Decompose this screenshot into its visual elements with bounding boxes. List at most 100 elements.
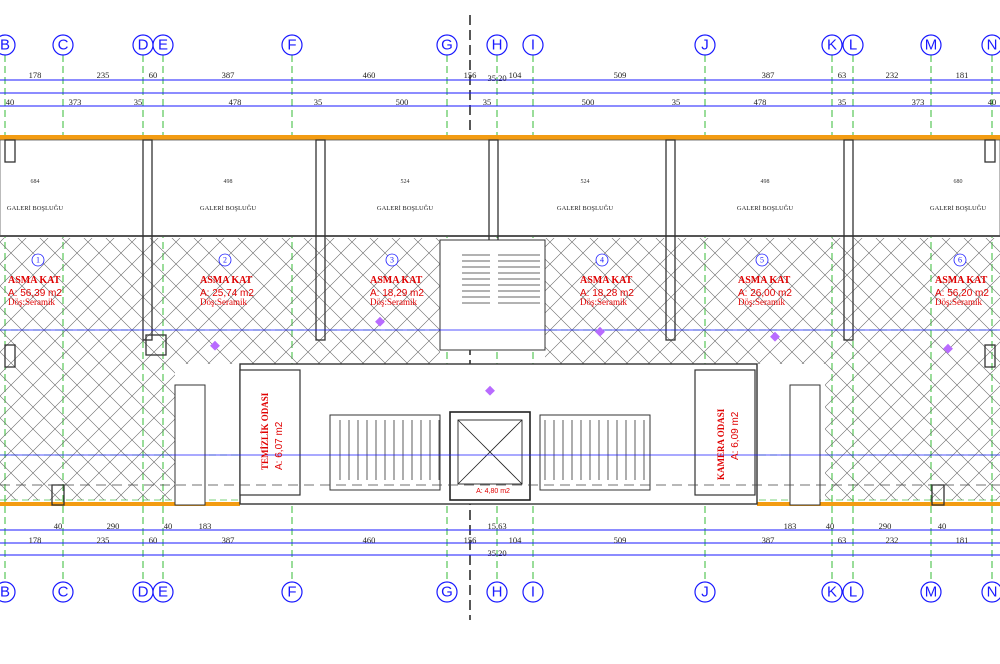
dim-top3-6: 35: [483, 97, 492, 107]
unit-floor-1: Döş:Seramik: [8, 297, 55, 307]
axis-marker-l: [842, 581, 864, 603]
unit-number-4: 4: [600, 256, 604, 265]
unit-area-4: A: 18,28 m2: [580, 288, 634, 299]
dim-top-8: 387: [762, 70, 775, 80]
unit-floor-5: Döş:Seramik: [738, 297, 785, 307]
dim-top-1: 235: [97, 70, 110, 80]
axis-marker-b: [0, 581, 16, 603]
dim-top3-7: 500: [582, 97, 595, 107]
dim-top3-0: 40: [6, 97, 15, 107]
axis-label-n: N: [987, 37, 998, 54]
axis-label-i: I: [531, 584, 535, 601]
axis-marker-l: [842, 34, 864, 56]
dim-bottom2-10: 232: [886, 535, 899, 545]
unit-area-6: A: 56,20 m2: [935, 288, 989, 299]
axis-label-l: L: [849, 37, 857, 54]
dim-bottom1-3: 183: [199, 521, 212, 531]
axis-marker-e: [152, 581, 174, 603]
dim-bottom2-3: 387: [222, 535, 235, 545]
dim-bottom1-1: 290: [107, 521, 120, 531]
galeri-band: [0, 139, 1000, 237]
axis-label-l: L: [849, 584, 857, 601]
unit-title-4: ASMA KAT: [580, 275, 633, 286]
axis-label-k: K: [827, 584, 837, 601]
axis-label-d: D: [138, 37, 149, 54]
unit-floor-2: Döş:Seramik: [200, 297, 247, 307]
axis-label-f: F: [287, 584, 296, 601]
axis-marker-b: [0, 34, 16, 56]
galeri-label-4: GALERİ BOŞLUĞU: [557, 204, 613, 212]
dim-top-11: 181: [956, 70, 969, 80]
elevator-cabin: [457, 419, 523, 485]
elevator-shaft: [449, 411, 531, 501]
unit-title-5: ASMA KAT: [738, 275, 791, 286]
galeri-width-4: 524: [581, 179, 590, 185]
unit-area-2: A: 25,74 m2: [200, 288, 254, 299]
dim-top-3: 387: [222, 70, 235, 80]
axis-marker-c: [52, 34, 74, 56]
lower-hatch-left: [0, 364, 175, 500]
unit-number-2: 2: [223, 256, 227, 265]
unit-area-5: A: 26,00 m2: [738, 288, 792, 299]
dim-bottom2-9: 63: [838, 535, 847, 545]
dim-bottom2-1: 235: [97, 535, 110, 545]
axis-marker-i: [522, 581, 544, 603]
dim-bottom2-11: 181: [956, 535, 969, 545]
lower-hatch-right: [825, 364, 1000, 500]
axis-marker-m: [920, 34, 942, 56]
axis-label-d: D: [138, 584, 149, 601]
axis-label-j: J: [701, 584, 709, 601]
dimension-lines: [0, 79, 1000, 556]
elevator-area: A: 4,80 m2: [476, 488, 510, 495]
dim-bottom2-2: 60: [149, 535, 158, 545]
cleaning-room-area: A: 6,07 m2: [274, 421, 285, 470]
axis-label-g: G: [441, 584, 453, 601]
dim-top-10: 232: [886, 70, 899, 80]
galeri-width-5: 498: [761, 179, 770, 185]
axis-marker-c: [52, 581, 74, 603]
unit-number-circle-2: [218, 253, 232, 267]
unit-area-3: A: 18,29 m2: [370, 288, 424, 299]
side-stair-left: [174, 384, 206, 506]
unit-title-6: ASMA KAT: [935, 275, 988, 286]
axis-label-h: H: [492, 37, 503, 54]
unit-number-circle-1: [31, 253, 45, 267]
camera-room: [694, 369, 756, 496]
axis-label-e: E: [158, 584, 168, 601]
axis-marker-g: [436, 34, 458, 56]
unit-floor-4: Döş:Seramik: [580, 297, 627, 307]
unit-title-2: ASMA KAT: [200, 275, 253, 286]
dim-bottom1-6: 40: [826, 521, 835, 531]
dim-top-9: 63: [838, 70, 847, 80]
dim-bottom1-2: 40: [164, 521, 173, 531]
axis-marker-j: [694, 581, 716, 603]
dim-bottom2-6: 104: [509, 535, 523, 545]
dim-top3-3: 478: [229, 97, 242, 107]
dim-bottom1-7: 290: [879, 521, 892, 531]
dim-top3-4: 35: [314, 97, 323, 107]
axis-label-k: K: [827, 37, 837, 54]
dim-top-total: 35.20: [487, 73, 506, 83]
axis-label-h: H: [492, 584, 503, 601]
unit-number-circle-3: [385, 253, 399, 267]
dim-top3-10: 35: [838, 97, 847, 107]
cleaning-room-title: TEMİZLİK ODASI: [260, 392, 270, 470]
axis-marker-i: [522, 34, 544, 56]
dim-top3-2: 35: [134, 97, 143, 107]
axis-marker-k: [821, 34, 843, 56]
camera-room-area: A: 6,09 m2: [730, 411, 741, 460]
bottom-wall-orange-left: [0, 502, 240, 506]
axis-label-c: C: [58, 37, 69, 54]
galeri-width-2: 498: [224, 179, 233, 185]
dim-top-4: 460: [363, 70, 376, 80]
side-stair-right: [789, 384, 821, 506]
dim-bottom2-7: 509: [614, 535, 627, 545]
dim-bottom-total: 35.20: [487, 548, 506, 558]
camera-room-title: KAMERA ODASI: [716, 408, 726, 480]
axis-label-e: E: [158, 37, 168, 54]
unit-title-1: ASMA KAT: [8, 275, 61, 286]
axis-label-f: F: [287, 37, 296, 54]
dim-top3-9: 478: [754, 97, 767, 107]
